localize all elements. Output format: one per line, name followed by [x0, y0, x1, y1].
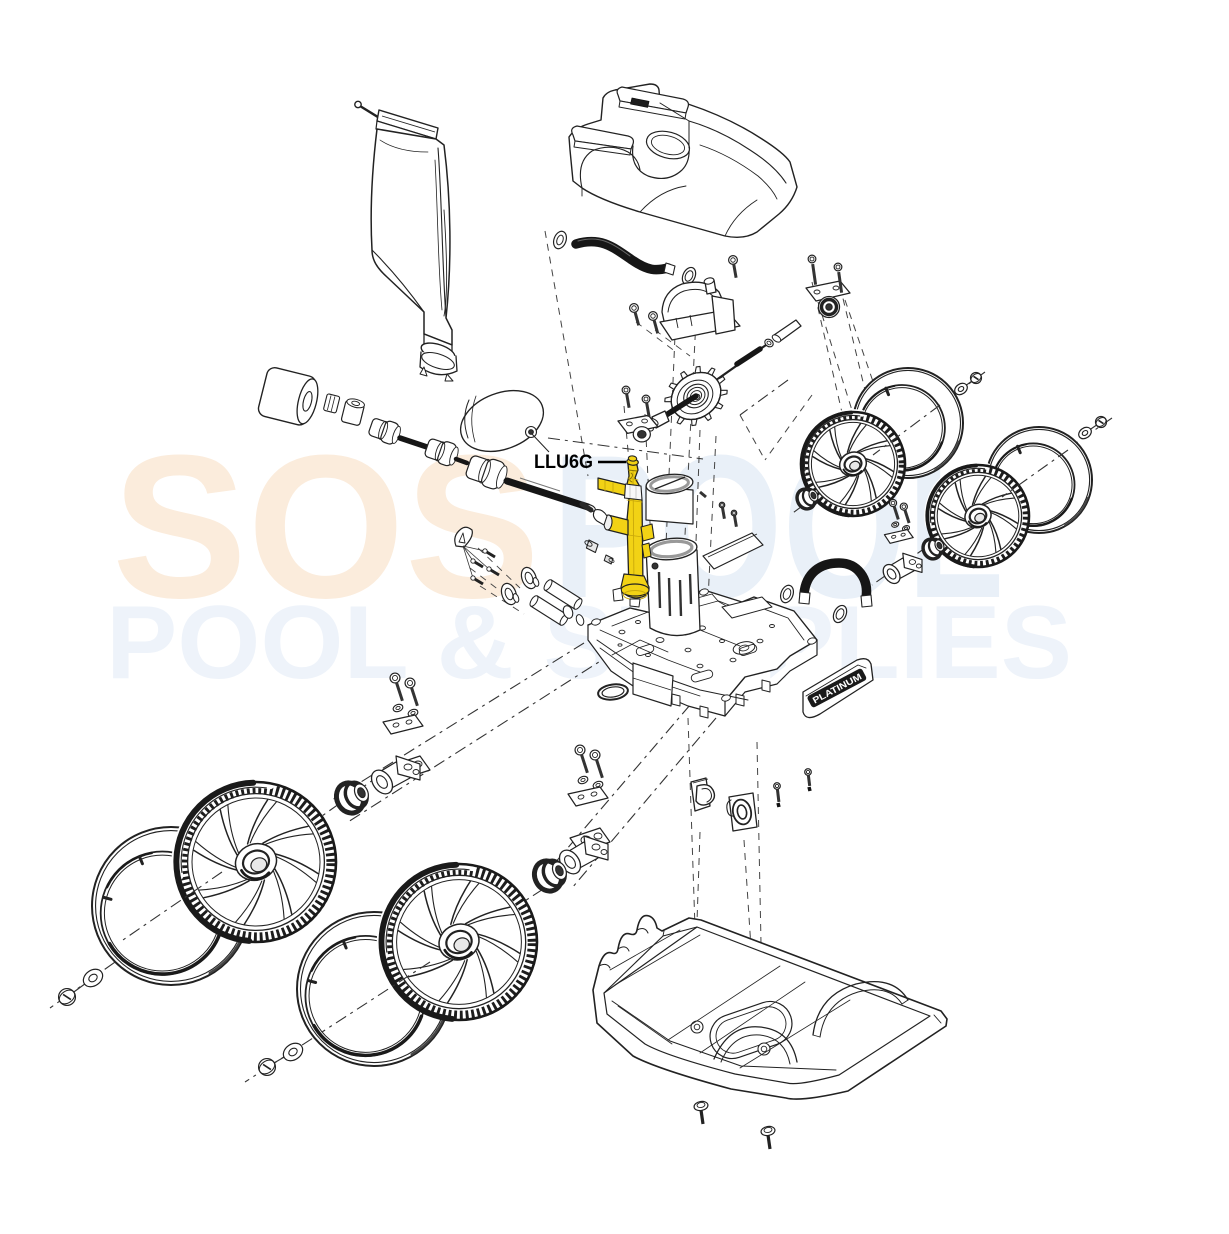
svg-text:SOS: SOS: [112, 413, 540, 641]
svg-text:LLU6G: LLU6G: [534, 451, 593, 473]
svg-text:POOL & SUPPLIES: POOL & SUPPLIES: [106, 585, 1072, 701]
